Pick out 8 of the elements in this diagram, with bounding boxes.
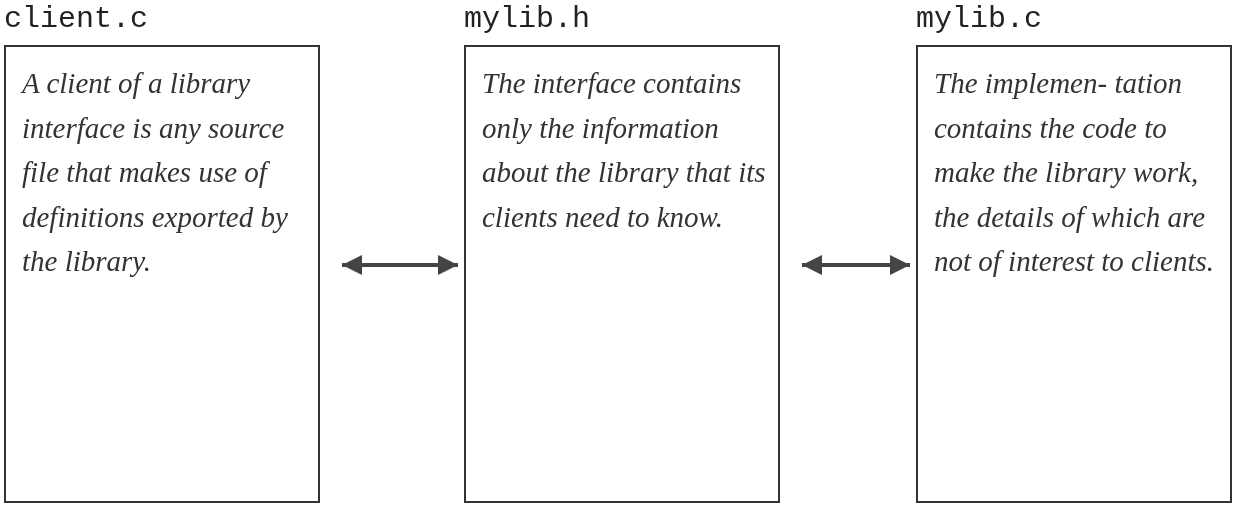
description-text: A client of a library interface is any source file that makes use of definitions exported by the library.: [22, 66, 289, 279]
double-arrow: [342, 255, 458, 275]
file-name: mylib.h: [464, 2, 591, 36]
description-text: The interface contains only the information about the library that its clients need to know.: [482, 66, 767, 235]
file-name: client.c: [4, 2, 149, 36]
description-text: The implemen- tation contains the code to make the library work, the details of which are not of interest to clients.: [934, 66, 1216, 279]
double-arrow: [802, 255, 910, 275]
file-name: mylib.c: [916, 2, 1043, 36]
